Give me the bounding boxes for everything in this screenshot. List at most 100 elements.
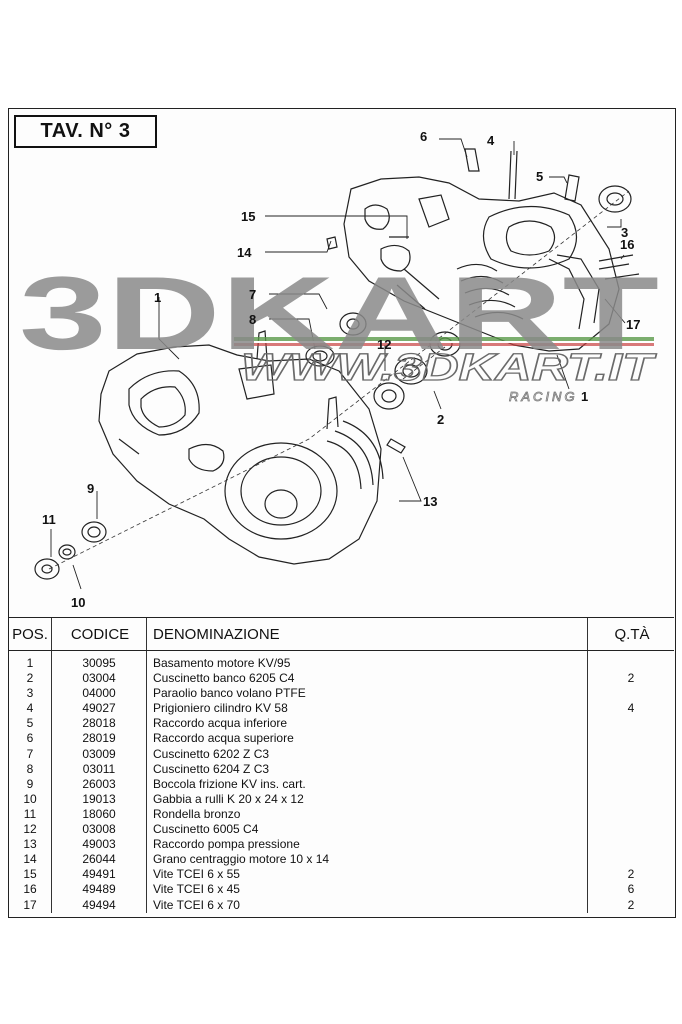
row-quantity: 2 [587,897,674,913]
row-description: Paraolio banco volano PTFE [146,686,588,702]
row-description: Raccordo pompa pressione [146,837,588,853]
header-description: DENOMINAZIONE [146,617,588,651]
row-description: Basamento motore KV/95 [146,650,588,672]
header-quantity: Q.TÀ [587,617,674,651]
parts-sheet: TAV. N° 3 [8,108,676,918]
row-description: Raccordo acqua inferiore [146,716,588,732]
row-quantity [587,716,674,732]
callout-3: 3 [621,225,628,240]
row-pos: 8 [26,761,34,776]
row-pos: 12 [23,822,37,837]
row-quantity [587,776,674,792]
row-code: 49494 [51,897,147,913]
watermark-overlay: 3DKART WWW.3DKART.IT RACING [19,256,659,404]
row-code: 49491 [51,867,147,883]
lower-crankcase-half [98,330,384,565]
row-pos: 9 [26,776,34,791]
exploded-view-drawing: 3DKART WWW.3DKART.IT RACING 1 1 2 3 4 5 … [19,129,659,610]
row-code: 30095 [51,650,147,672]
callout-16: 16 [620,237,634,252]
row-pos: 11 [23,806,37,821]
callout-6: 6 [420,129,427,144]
row-quantity [587,686,674,702]
row-pos: 15 [23,867,37,882]
row-quantity [587,852,674,868]
row-quantity [587,837,674,853]
row-pos: 1 [26,656,34,670]
callout-12: 12 [377,337,391,352]
callout-5: 5 [536,169,543,184]
row-description: Vite TCEI 6 x 70 [146,897,588,913]
row-description: Gabbia a rulli K 20 x 24 x 12 [146,791,588,807]
row-pos: 6 [26,731,34,746]
row-quantity [587,650,674,672]
row-quantity [587,822,674,838]
row-pos: 7 [26,746,34,761]
row-quantity [587,746,674,762]
row-description: Cuscinetto 6005 C4 [146,822,588,838]
callout-15: 15 [241,209,255,224]
row-code: 49489 [51,882,147,898]
row-pos: 2 [26,671,34,686]
assembly-axes [48,190,630,570]
row-quantity: 2 [587,671,674,687]
row-pos: 10 [23,791,37,806]
watermark-tag: RACING [509,389,578,404]
row-description: Grano centraggio motore 10 x 14 [146,852,588,868]
callout-numbers: 1 1 2 3 4 5 6 7 8 9 10 11 12 13 14 15 16… [42,129,640,610]
row-quantity [587,806,674,823]
header-pos: POS. [9,617,52,651]
row-code: 03009 [51,746,147,762]
row-code: 28018 [51,716,147,732]
callout-1b: 1 [581,389,588,404]
row-pos: 5 [26,716,34,731]
callout-1: 1 [154,290,161,305]
row-pos: 16 [23,882,37,897]
row-code: 03004 [51,671,147,687]
row-code: 03011 [51,761,147,777]
watermark-brand: 3DKART [19,256,659,372]
callout-8: 8 [249,312,256,327]
row-pos: 13 [23,837,37,852]
row-code: 26003 [51,776,147,792]
row-description: Prigioniero cilindro KV 58 [146,701,588,717]
row-pos: 14 [23,852,37,867]
row-description: Vite TCEI 6 x 55 [146,867,588,883]
row-description: Vite TCEI 6 x 45 [146,882,588,898]
row-code: 26044 [51,852,147,868]
row-code: 18060 [51,806,147,823]
callout-7: 7 [249,287,256,302]
row-pos: 4 [26,701,34,716]
row-quantity [587,761,674,777]
row-code: 49003 [51,837,147,853]
row-description: Cuscinetto 6204 Z C3 [146,761,588,777]
row-code: 03008 [51,822,147,838]
callout-14: 14 [237,245,252,260]
callout-4: 4 [487,133,495,148]
header-code: CODICE [51,617,147,651]
row-code: 49027 [51,701,147,717]
row-description: Cuscinetto 6202 Z C3 [146,746,588,762]
watermark-url: WWW.3DKART.IT [241,347,657,389]
callout-11: 11 [42,512,56,527]
callout-17: 17 [626,317,640,332]
row-quantity: 2 [587,867,674,883]
callout-9: 9 [87,481,94,496]
row-code: 28019 [51,731,147,747]
row-quantity: 6 [587,882,674,898]
row-pos: 17 [23,897,37,912]
